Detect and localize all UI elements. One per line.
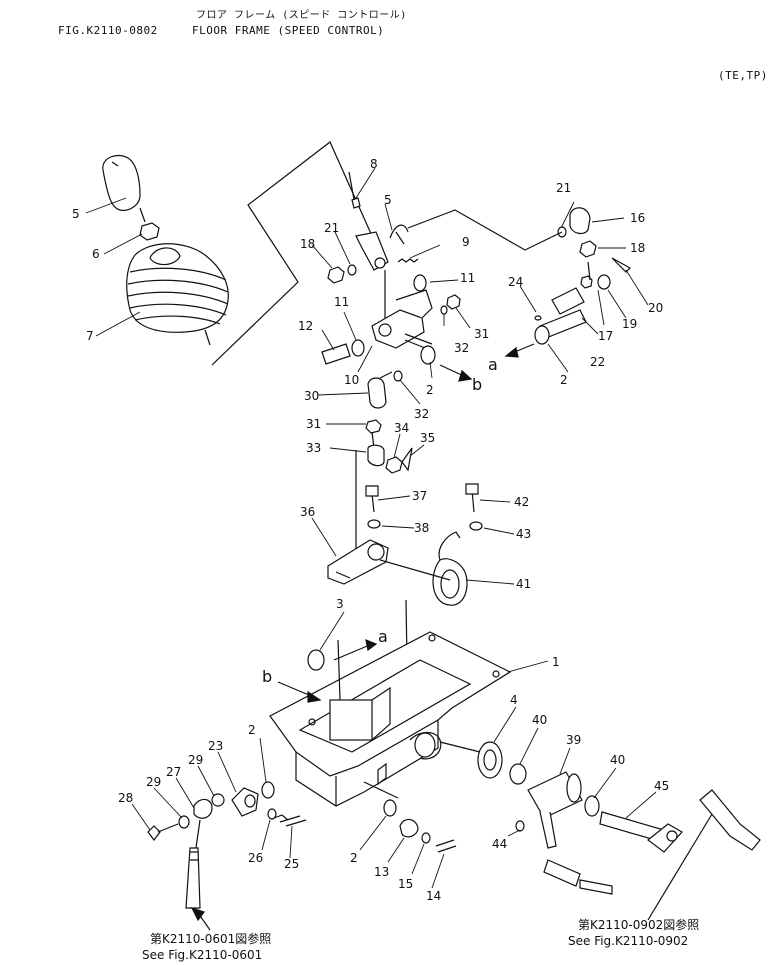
view-b-bottom: b xyxy=(262,667,272,686)
callout-38: 38 xyxy=(414,521,429,535)
bracket-right xyxy=(551,287,585,315)
callout-17: 17 xyxy=(598,329,613,343)
figure-number: FIG.K2110-0802 xyxy=(58,24,158,37)
cable-left xyxy=(185,847,201,909)
callout-39: 39 xyxy=(566,733,581,747)
callout-25: 25 xyxy=(284,857,299,871)
callout-29: 29 xyxy=(188,753,203,767)
callout-27: 27 xyxy=(166,765,181,779)
callout-36: 36 xyxy=(300,505,315,519)
reference-1-japanese: 第K2110-0601図参照 xyxy=(150,932,272,946)
callout-35: 35 xyxy=(420,431,435,445)
bushing xyxy=(351,339,365,357)
callout-6: 6 xyxy=(92,247,100,261)
callout-23: 23 xyxy=(208,739,223,753)
lock-nut xyxy=(139,222,160,241)
callout-37: 37 xyxy=(412,489,427,503)
callout-5b: 5 xyxy=(384,193,392,207)
spring xyxy=(397,258,419,263)
callout-2-bottom: 2 xyxy=(248,723,256,737)
reference-1-english: See Fig.K2110-0601 xyxy=(142,948,263,962)
view-a-top: a xyxy=(488,355,498,374)
callout-13: 13 xyxy=(374,865,389,879)
callout-44: 44 xyxy=(492,837,507,851)
callout-24: 24 xyxy=(508,275,523,289)
callout-11b: 11 xyxy=(334,295,349,309)
rod-end-right xyxy=(569,207,591,235)
bolt-28 xyxy=(147,825,161,841)
reference-2-english: See Fig.K2110-0902 xyxy=(568,934,689,948)
callout-34: 34 xyxy=(394,421,409,435)
reference-2-japanese: 第K2110-0902図参照 xyxy=(578,918,700,932)
callout-41: 41 xyxy=(516,577,531,591)
view-b-top: b xyxy=(472,375,482,394)
callout-31: 31 xyxy=(474,327,489,341)
bushing-3 xyxy=(307,649,325,671)
callout-40: 40 xyxy=(532,713,547,727)
callout-21-right: 21 xyxy=(556,181,571,195)
callout-40b: 40 xyxy=(610,753,625,767)
callout-16: 16 xyxy=(630,211,645,225)
callout-11: 11 xyxy=(460,271,475,285)
rod-end xyxy=(367,377,387,409)
callout-3: 3 xyxy=(336,597,344,611)
callout-14: 14 xyxy=(426,889,441,903)
figure-title: FLOOR FRAME (SPEED CONTROL) xyxy=(192,24,385,37)
callout-10: 10 xyxy=(344,373,359,387)
japanese-title: フロア フレーム (スピード コントロール) xyxy=(196,10,407,21)
bushing xyxy=(413,274,427,292)
bearing xyxy=(477,741,503,779)
shift-knob xyxy=(102,154,141,211)
callout-26: 26 xyxy=(248,851,263,865)
callout-5: 5 xyxy=(72,207,80,221)
callout-21: 21 xyxy=(324,221,339,235)
callout-42: 42 xyxy=(514,495,529,509)
callout-12: 12 xyxy=(298,319,313,333)
callout-1: 1 xyxy=(552,655,560,669)
arm-block xyxy=(371,309,425,349)
callout-19: 19 xyxy=(622,317,637,331)
callout-7: 7 xyxy=(86,329,94,343)
arrow-a-bottom xyxy=(333,643,373,661)
callout-45: 45 xyxy=(654,779,669,793)
callout-32: 32 xyxy=(454,341,469,355)
callout-2-right: 2 xyxy=(560,373,568,387)
callout-22: 22 xyxy=(590,355,605,369)
callout-18-right: 18 xyxy=(630,241,645,255)
callout-28: 28 xyxy=(118,791,133,805)
pin xyxy=(321,343,351,365)
callout-18: 18 xyxy=(300,237,315,251)
callout-33: 33 xyxy=(306,441,321,455)
shift-boot xyxy=(126,243,229,333)
callout-31b: 31 xyxy=(306,417,321,431)
callout-2-lower: 2 xyxy=(350,851,358,865)
callout-8: 8 xyxy=(370,157,378,171)
callout-15: 15 xyxy=(398,877,413,891)
callout-30: 30 xyxy=(304,389,319,403)
rod-end-27 xyxy=(193,798,213,819)
model-code: (TE,TP) xyxy=(718,69,768,82)
callout-20: 20 xyxy=(648,301,663,315)
callout-9: 9 xyxy=(462,235,470,249)
callout-4: 4 xyxy=(510,693,518,707)
callout-29b: 29 xyxy=(146,775,161,789)
callout-43: 43 xyxy=(516,527,531,541)
callout-2: 2 xyxy=(426,383,434,397)
view-a-bottom: a xyxy=(378,627,388,646)
callout-32b: 32 xyxy=(414,407,429,421)
